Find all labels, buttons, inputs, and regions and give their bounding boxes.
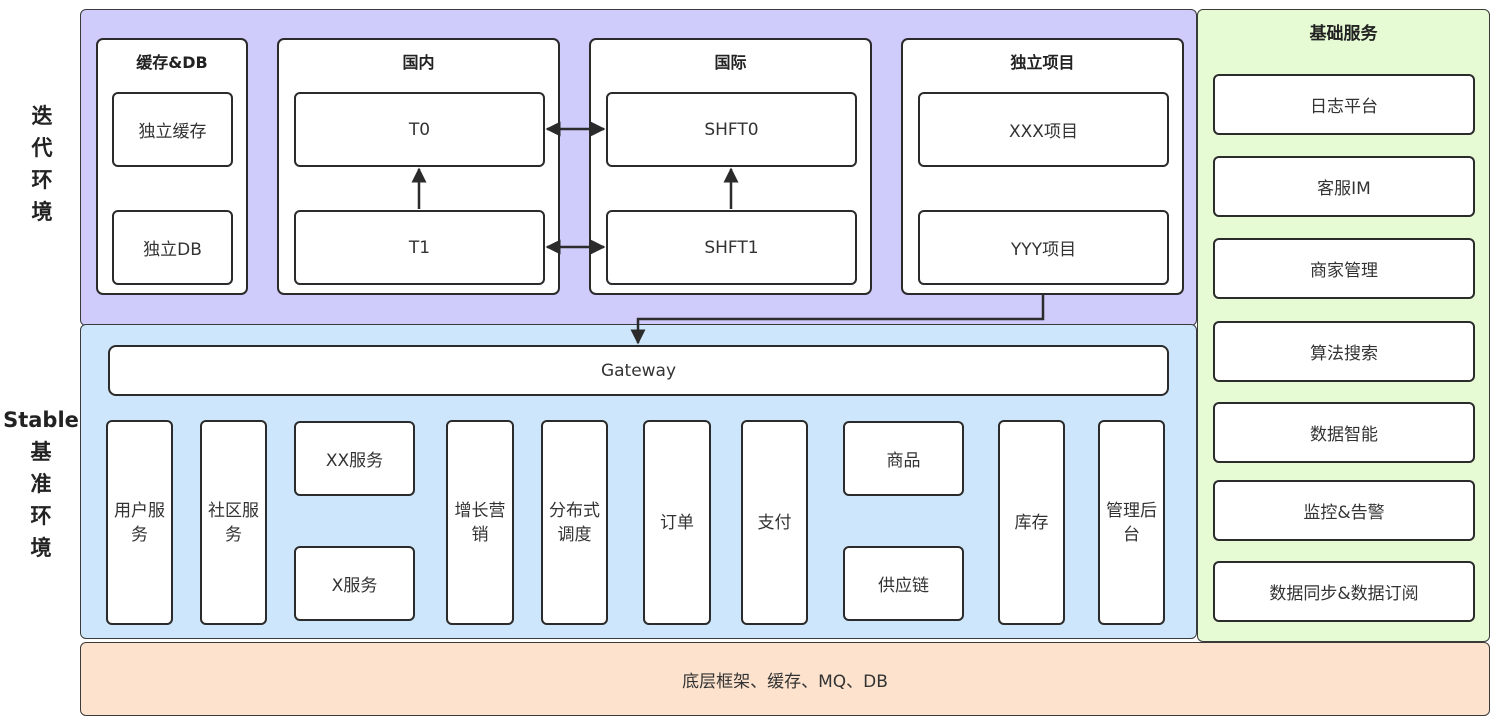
- stable-env-label: Stable 基准环境: [2, 404, 80, 564]
- foundation-region: 底层框架、缓存、MQ、DB: [80, 642, 1490, 716]
- xx-service-box: XX服务: [294, 421, 415, 496]
- data-intelligence-box: 数据智能: [1213, 402, 1475, 463]
- shft1-box: SHFT1: [606, 210, 857, 285]
- distributed-scheduling-box: 分布式调度: [541, 420, 608, 625]
- stable-env-en: Stable: [3, 408, 79, 432]
- growth-marketing-box: 增长营销: [446, 420, 514, 625]
- independent-cache-box: 独立缓存: [112, 92, 233, 167]
- algorithm-search-box: 算法搜索: [1213, 321, 1475, 382]
- xxx-project-box: XXX项目: [918, 92, 1169, 167]
- stable-env-cn: 基准环境: [30, 440, 52, 560]
- user-service-box: 用户服务: [106, 420, 173, 625]
- shft0-box: SHFT0: [606, 92, 857, 167]
- data-sync-subscribe-box: 数据同步&数据订阅: [1213, 561, 1475, 622]
- iteration-env-label: 迭代环境: [22, 100, 62, 228]
- customer-im-box: 客服IM: [1213, 156, 1475, 217]
- foundation-label: 底层框架、缓存、MQ、DB: [682, 671, 888, 692]
- x-service-box: X服务: [294, 546, 415, 621]
- merchant-management-box: 商家管理: [1213, 238, 1475, 299]
- product-box: 商品: [843, 421, 964, 496]
- admin-backend-box: 管理后台: [1098, 420, 1165, 625]
- base-services-title: 基础服务: [1309, 24, 1378, 44]
- payment-box: 支付: [741, 420, 808, 625]
- iteration-env-text: 迭代环境: [31, 104, 53, 224]
- supply-chain-box: 供应链: [843, 546, 964, 621]
- order-box: 订单: [643, 420, 711, 625]
- independent-db-box: 独立DB: [112, 210, 233, 285]
- monitoring-alert-box: 监控&告警: [1213, 480, 1475, 541]
- t0-box: T0: [294, 92, 545, 167]
- domestic-title: 国内: [402, 53, 435, 72]
- t1-box: T1: [294, 210, 545, 285]
- community-service-box: 社区服务: [200, 420, 267, 625]
- log-platform-box: 日志平台: [1213, 74, 1475, 135]
- international-title: 国际: [714, 53, 747, 72]
- gateway-box: Gateway: [108, 345, 1169, 396]
- independent-projects-title: 独立项目: [1010, 53, 1075, 72]
- inventory-box: 库存: [998, 420, 1065, 625]
- cache-db-title: 缓存&DB: [136, 53, 208, 72]
- yyy-project-box: YYY项目: [918, 210, 1169, 285]
